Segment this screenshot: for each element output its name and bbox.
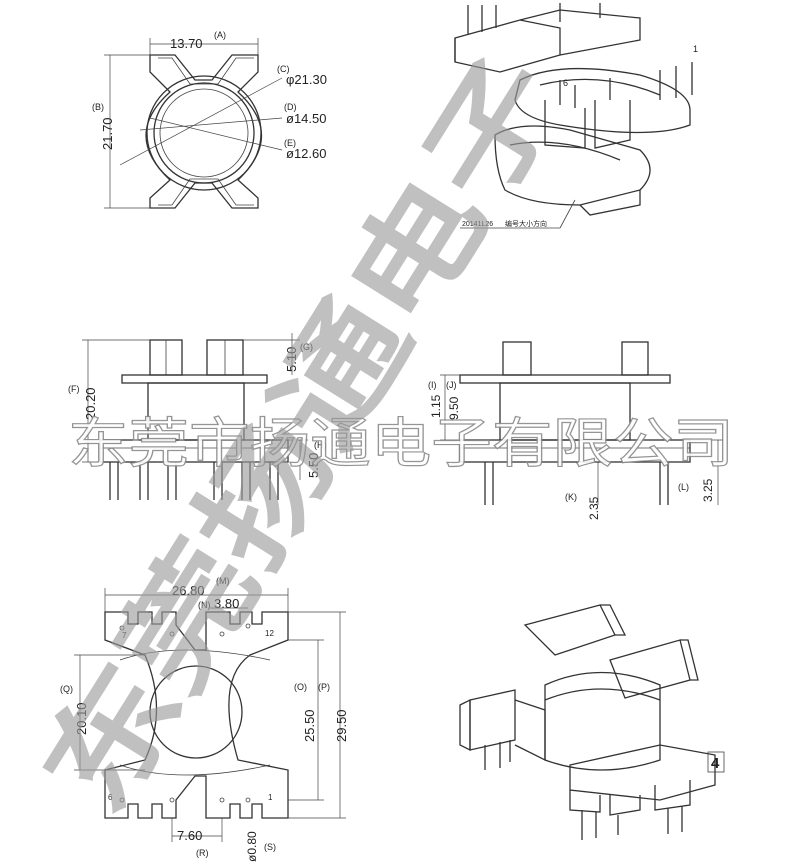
side-dim-i: 1.15 [429,394,443,418]
mid-circle [153,82,255,184]
bottom-o-dim: 25.50 [302,709,317,742]
iso-pin-b: 6 [563,78,568,88]
bottom-spacing-dim: 7.60 [177,828,202,843]
bottom-pin-dim: ø0.80 [245,831,259,862]
top-width-tag: (A) [214,30,226,40]
side-tag-i: (I) [428,380,437,390]
front-top-dim: 5.10 [284,347,299,372]
bottom-pitch-dim: 3.80 [214,596,239,611]
bottom-circle [149,665,243,759]
bottom-p-tag: (P) [318,682,330,692]
front-top-tag: (G) [300,342,313,352]
pin-label-3: 6 [108,793,113,802]
iso-pin-a: 1 [693,44,698,54]
front-view: (F) 20.20 5.10 (G) 5.50 (H) [68,333,327,500]
top-view: 13.70 (A) (B) 21.70 (C) φ21.30 (D) ø14.5… [92,30,327,209]
watermark-company: 东莞市扬通电子有限公司 [68,412,734,475]
side-tag-k: (K) [565,492,577,502]
front-height-tag: (F) [68,384,80,394]
d1-dim: φ21.30 [286,72,327,87]
side-tag-l: (L) [678,482,689,492]
pin-label-4: 1 [268,793,273,802]
top-view-outline [145,54,262,209]
bottom-o-tag: (O) [294,682,307,692]
d2-tag: (D) [284,102,297,112]
d1-tag: (C) [277,64,290,74]
front-base-dim: 5.50 [306,453,321,478]
d3-dim: ø12.60 [286,146,326,161]
side-dim-l: 3.25 [701,478,715,502]
front-base-tag: (H) [314,440,327,450]
bottom-inner-dim: 20.10 [74,702,89,735]
iso-label-note: 编号大小方向 [505,219,547,228]
outer-circle [146,75,262,191]
side-dim-j: 9.50 [447,396,461,420]
side-tag-j: (J) [446,380,457,390]
bottom-pin-tag: (S) [264,842,276,852]
top-width-dim: 13.70 [170,36,203,51]
bottom-inner-tag: (Q) [60,684,73,694]
bottom-spacing-tag: (R) [196,848,209,858]
pin-label-2: 12 [265,629,274,638]
iso-bottom-pin-label: 4 [711,755,720,772]
bottom-width-tag: (M) [216,576,230,586]
iso-label: 20141L26 [462,221,493,228]
side-view: (I) 1.15 (J) 9.50 2.35 (K) (L) 3.25 [428,341,725,520]
bottom-width-dim: 26.80 [172,583,205,598]
iso-bottom-view: 4 [459,604,725,840]
d3-tag: (E) [284,138,296,148]
bottom-view: 7 12 6 1 26.80 (M) (N) 3.80 (Q) 20.10 (O… [60,576,349,862]
front-height-dim: 20.20 [83,387,98,420]
top-height-tag: (B) [92,102,104,112]
bottom-p-dim: 29.50 [334,709,349,742]
inner-circle [159,88,249,178]
side-dim-k: 2.35 [587,496,601,520]
top-height-dim: 21.70 [100,117,115,150]
d2-dim: ø14.50 [286,111,326,126]
bottom-pitch-tag: (N) [198,600,211,610]
iso-top-view: 1 6 20141L26 编号大小方向 [454,3,698,229]
pin-label-1: 7 [122,631,127,640]
